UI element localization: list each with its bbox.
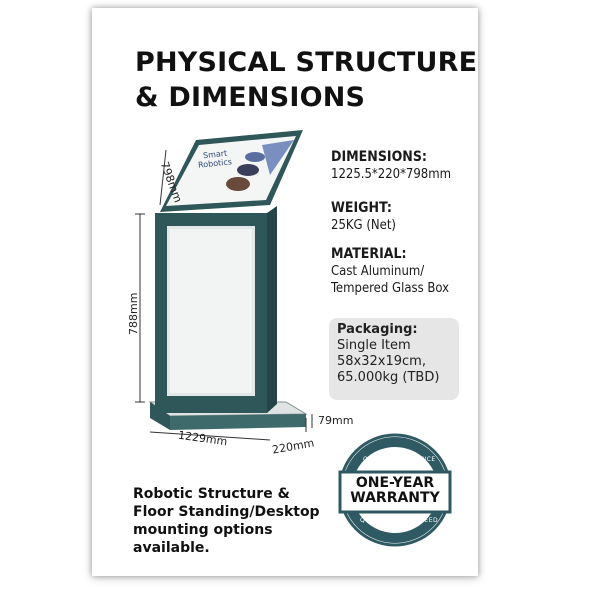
packaging-line-1: Single Item [337,338,411,353]
title-line-1: PHYSICAL STRUCTURE [135,47,478,78]
packaging-label: Packaging: [337,322,418,337]
dimensions-value: 1225.5*220*798mm [331,167,452,182]
warranty-line-2: WARRANTY [350,490,440,506]
dimensions-label: DIMENSIONS: [331,149,427,165]
material-spec: MATERIAL: Cast Aluminum/ Tempered Glass … [331,246,449,297]
packaging-line-3: 65.000kg (TBD) [337,370,440,385]
warranty-text: ONE-YEAR WARRANTY [345,476,445,506]
warranty-line-1: ONE-YEAR [355,475,435,491]
material-line-2: Tempered Glass Box [331,281,450,296]
material-label: MATERIAL: [331,246,407,262]
packaging-line-2: 58x32x19cm, [337,354,426,369]
material-line-1: Cast Aluminum/ [331,264,425,279]
packaging-box [329,318,459,400]
weight-spec: WEIGHT: 25KG (Net) [331,200,396,234]
weight-label: WEIGHT: [331,200,392,216]
footer-line-3: mounting options available. [133,522,273,556]
footer-line-1: Robotic Structure & [133,486,290,502]
title-line-2: & DIMENSIONS [135,82,366,113]
warranty-top-text: QUALITY ASSURANCE [363,456,436,463]
footer-line-2: Floor Standing/Desktop [133,504,320,520]
base-height-label: 79mm [318,414,354,427]
footer-text: Robotic Structure & Floor Standing/Deskt… [133,485,343,557]
warranty-bottom-text: QUALITY GUARANTEED [360,517,439,524]
dimensions-spec: DIMENSIONS: 1225.5*220*798mm [331,149,451,183]
packaging-text: Packaging: Single Item 58x32x19cm, 65.00… [337,322,439,386]
page-title: PHYSICAL STRUCTURE & DIMENSIONS [135,45,478,115]
weight-value: 25KG (Net) [331,218,396,233]
